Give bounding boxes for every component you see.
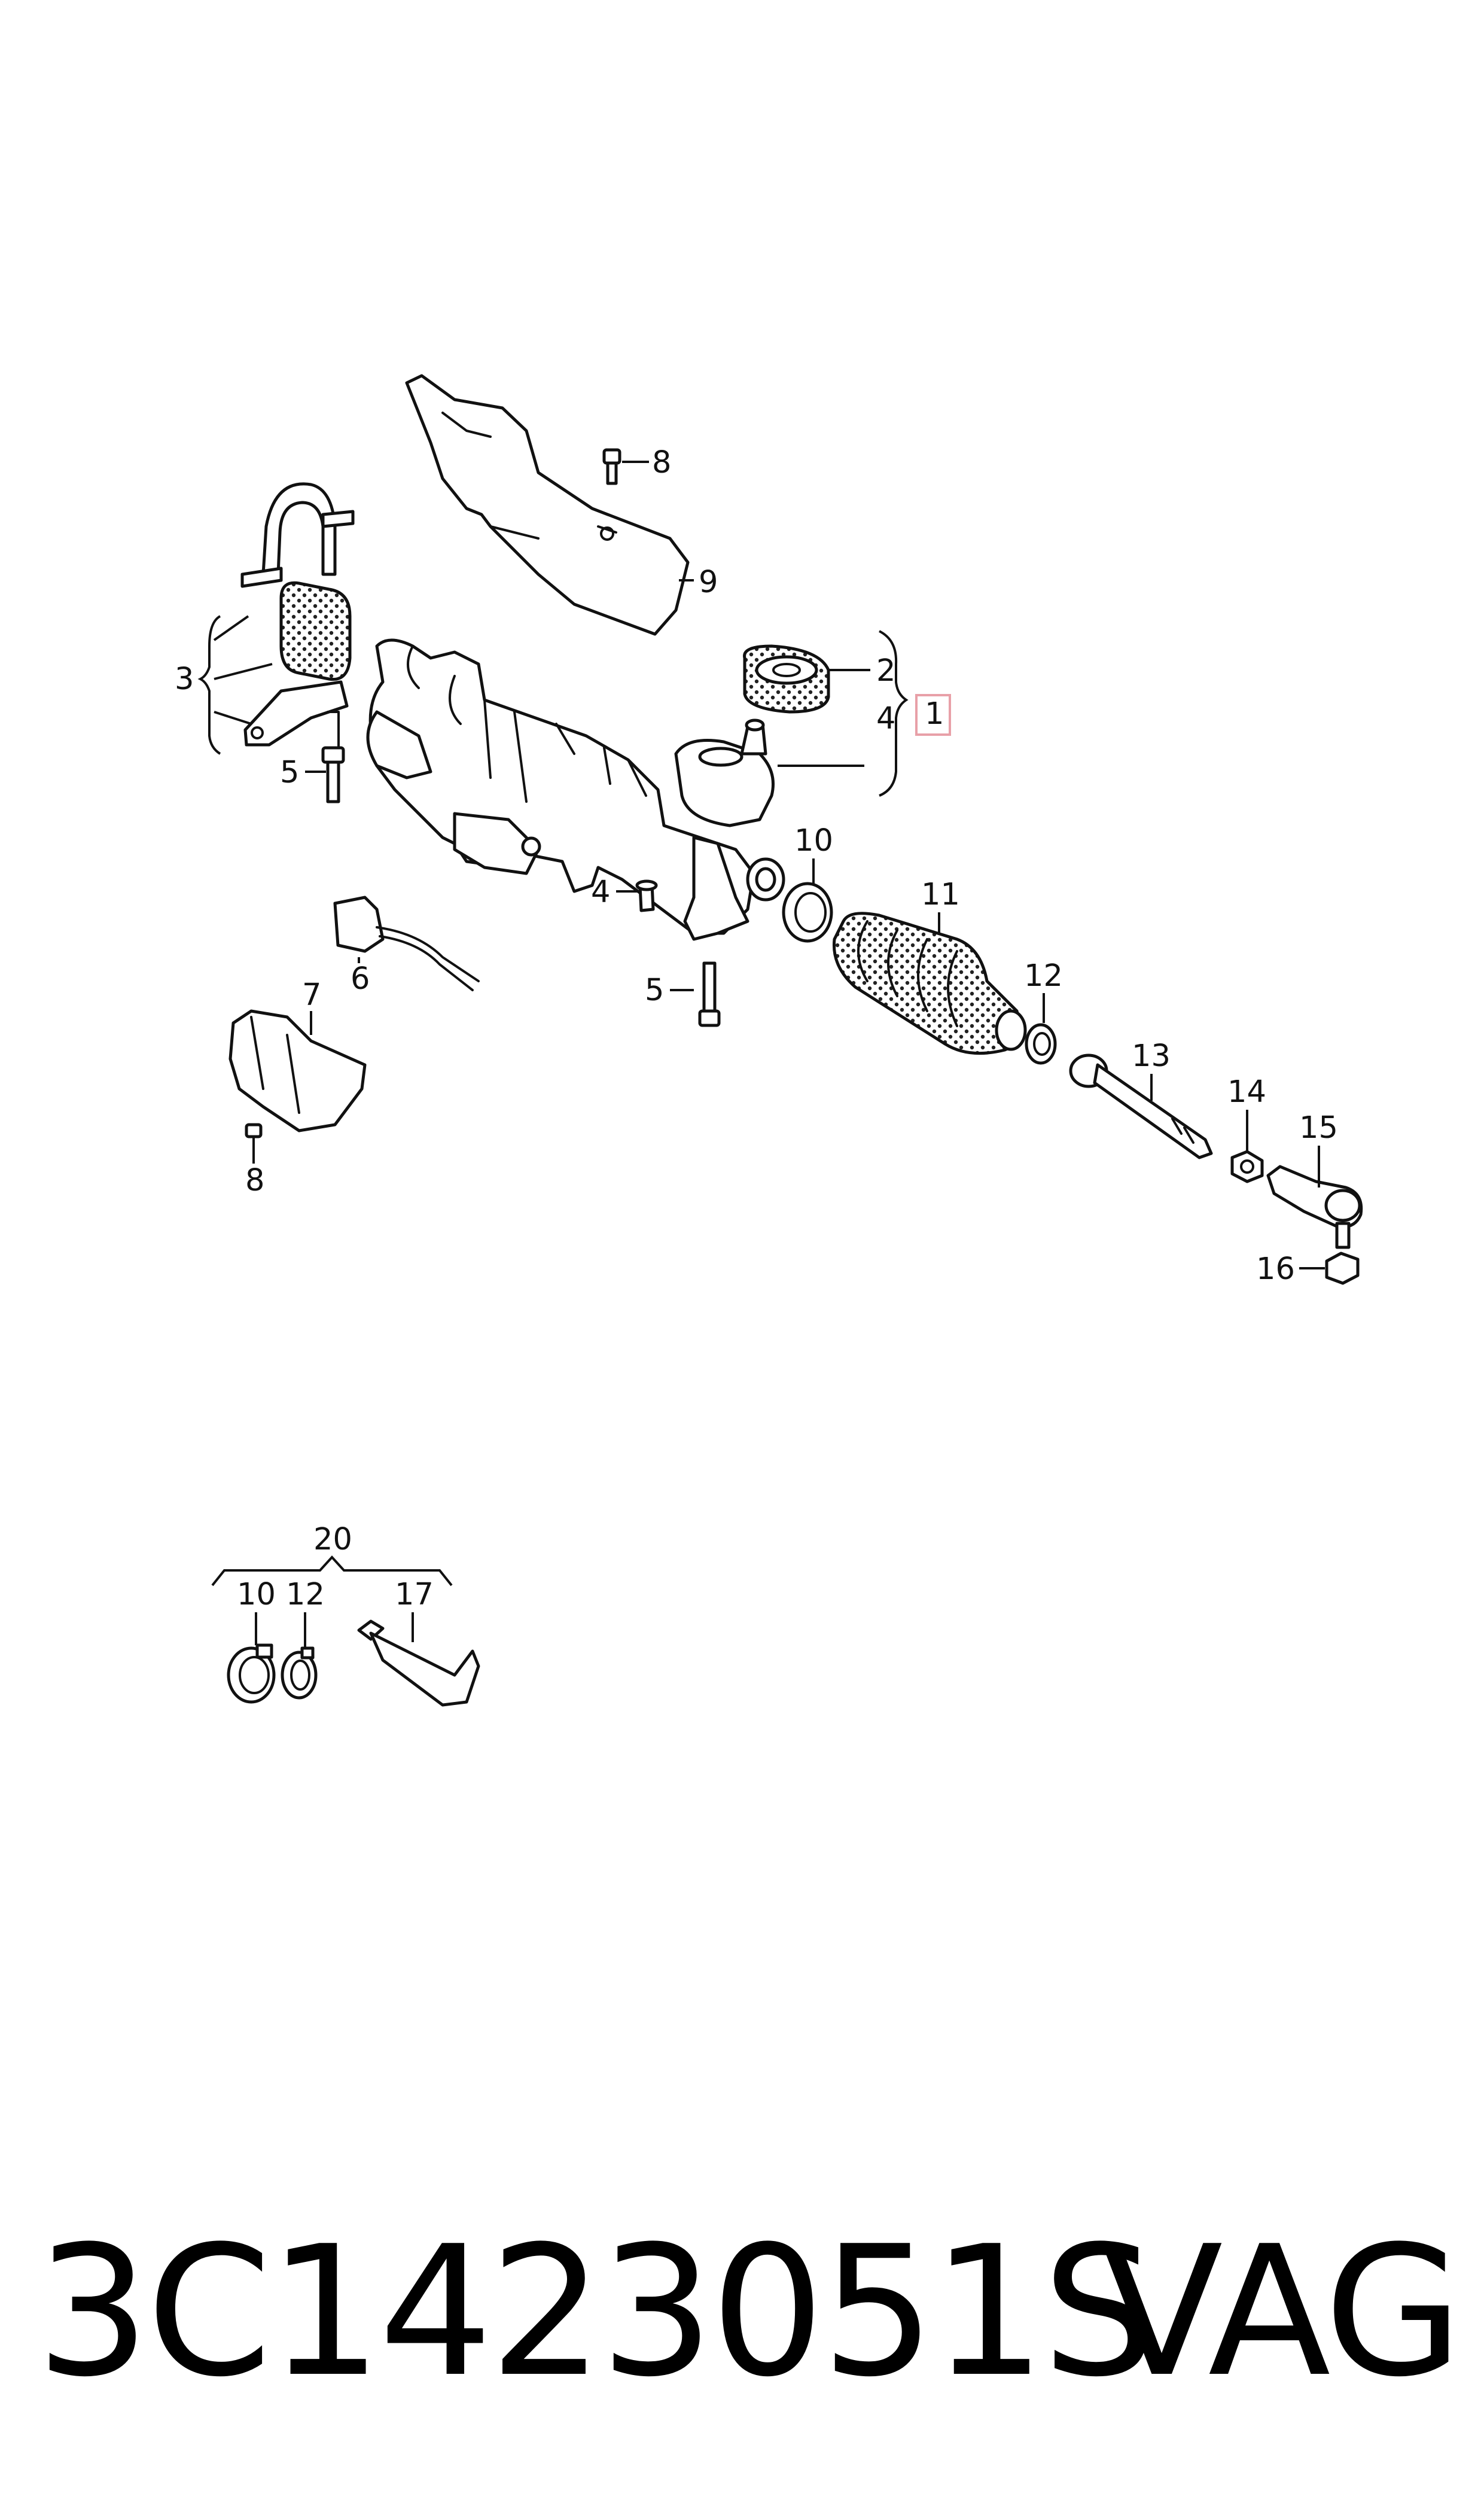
callout-5-left[interactable]: 5 [280,755,299,790]
callout-9[interactable]: 9 [699,565,718,600]
inner-tie-rod-part[interactable] [1069,1054,1213,1159]
grease-tube-part[interactable] [357,1619,480,1707]
callout-7[interactable]: 7 [302,978,321,1013]
callout-1[interactable]: 1 [925,696,944,732]
bolt-5-center[interactable] [698,961,721,1027]
bolt-8-bottom[interactable] [245,1123,263,1147]
part-number: 3C1423051S [36,2208,1156,2416]
callout-1-highlight [915,694,951,736]
nut-14[interactable] [1230,1150,1264,1183]
callout-4-upper[interactable]: 4 [876,701,895,736]
callout-20[interactable]: 20 [313,1522,352,1557]
steering-rack-housing[interactable] [366,638,785,941]
brand-name: VAG [1100,2208,1463,2416]
clamp-10[interactable] [782,882,833,943]
bellows-boot-part[interactable] [832,912,1027,1055]
sensor-part[interactable] [333,896,480,991]
clamp-12[interactable] [1025,1023,1057,1065]
callout-10[interactable]: 10 [794,823,833,858]
callout-14[interactable]: 14 [1227,1074,1266,1110]
bolt-4[interactable] [635,879,658,912]
callout-kit-12[interactable]: 12 [286,1577,325,1612]
callout-5-center[interactable]: 5 [645,973,664,1008]
callout-labels: 1 2 4 3 5 8 9 4 5 6 7 8 10 11 12 13 14 1… [175,445,1338,1612]
tie-rod-end-part[interactable] [1266,1165,1363,1249]
callout-8-bottom[interactable]: 8 [245,1163,264,1198]
callout-11[interactable]: 11 [921,877,960,912]
callout-3[interactable]: 3 [175,662,194,697]
heat-shield-part[interactable] [405,374,690,636]
callout-kit-17[interactable]: 17 [395,1577,434,1612]
bolt-8-top[interactable] [602,448,621,485]
mounting-clamp-part[interactable] [240,482,355,747]
callout-6[interactable]: 6 [351,961,370,997]
nut-16[interactable] [1325,1252,1360,1285]
kit-clamp-12[interactable] [281,1646,318,1700]
callout-kit-10[interactable]: 10 [237,1577,276,1612]
cover-part[interactable] [228,1009,367,1132]
kit-clamp-10[interactable] [227,1643,276,1704]
leader-lines [197,461,1325,1648]
callout-2[interactable]: 2 [876,653,895,689]
seal-ring-part[interactable] [743,644,830,714]
callout-12[interactable]: 12 [1024,958,1063,994]
callout-15[interactable]: 15 [1299,1110,1338,1146]
callout-4-lower[interactable]: 4 [591,875,610,910]
callout-8-top[interactable]: 8 [652,445,671,480]
callout-13[interactable]: 13 [1132,1039,1171,1074]
part-number-footer: 3C1423051S VAG [36,2208,1463,2416]
callout-16[interactable]: 16 [1256,1252,1295,1287]
bolt-5-left[interactable] [321,711,345,803]
